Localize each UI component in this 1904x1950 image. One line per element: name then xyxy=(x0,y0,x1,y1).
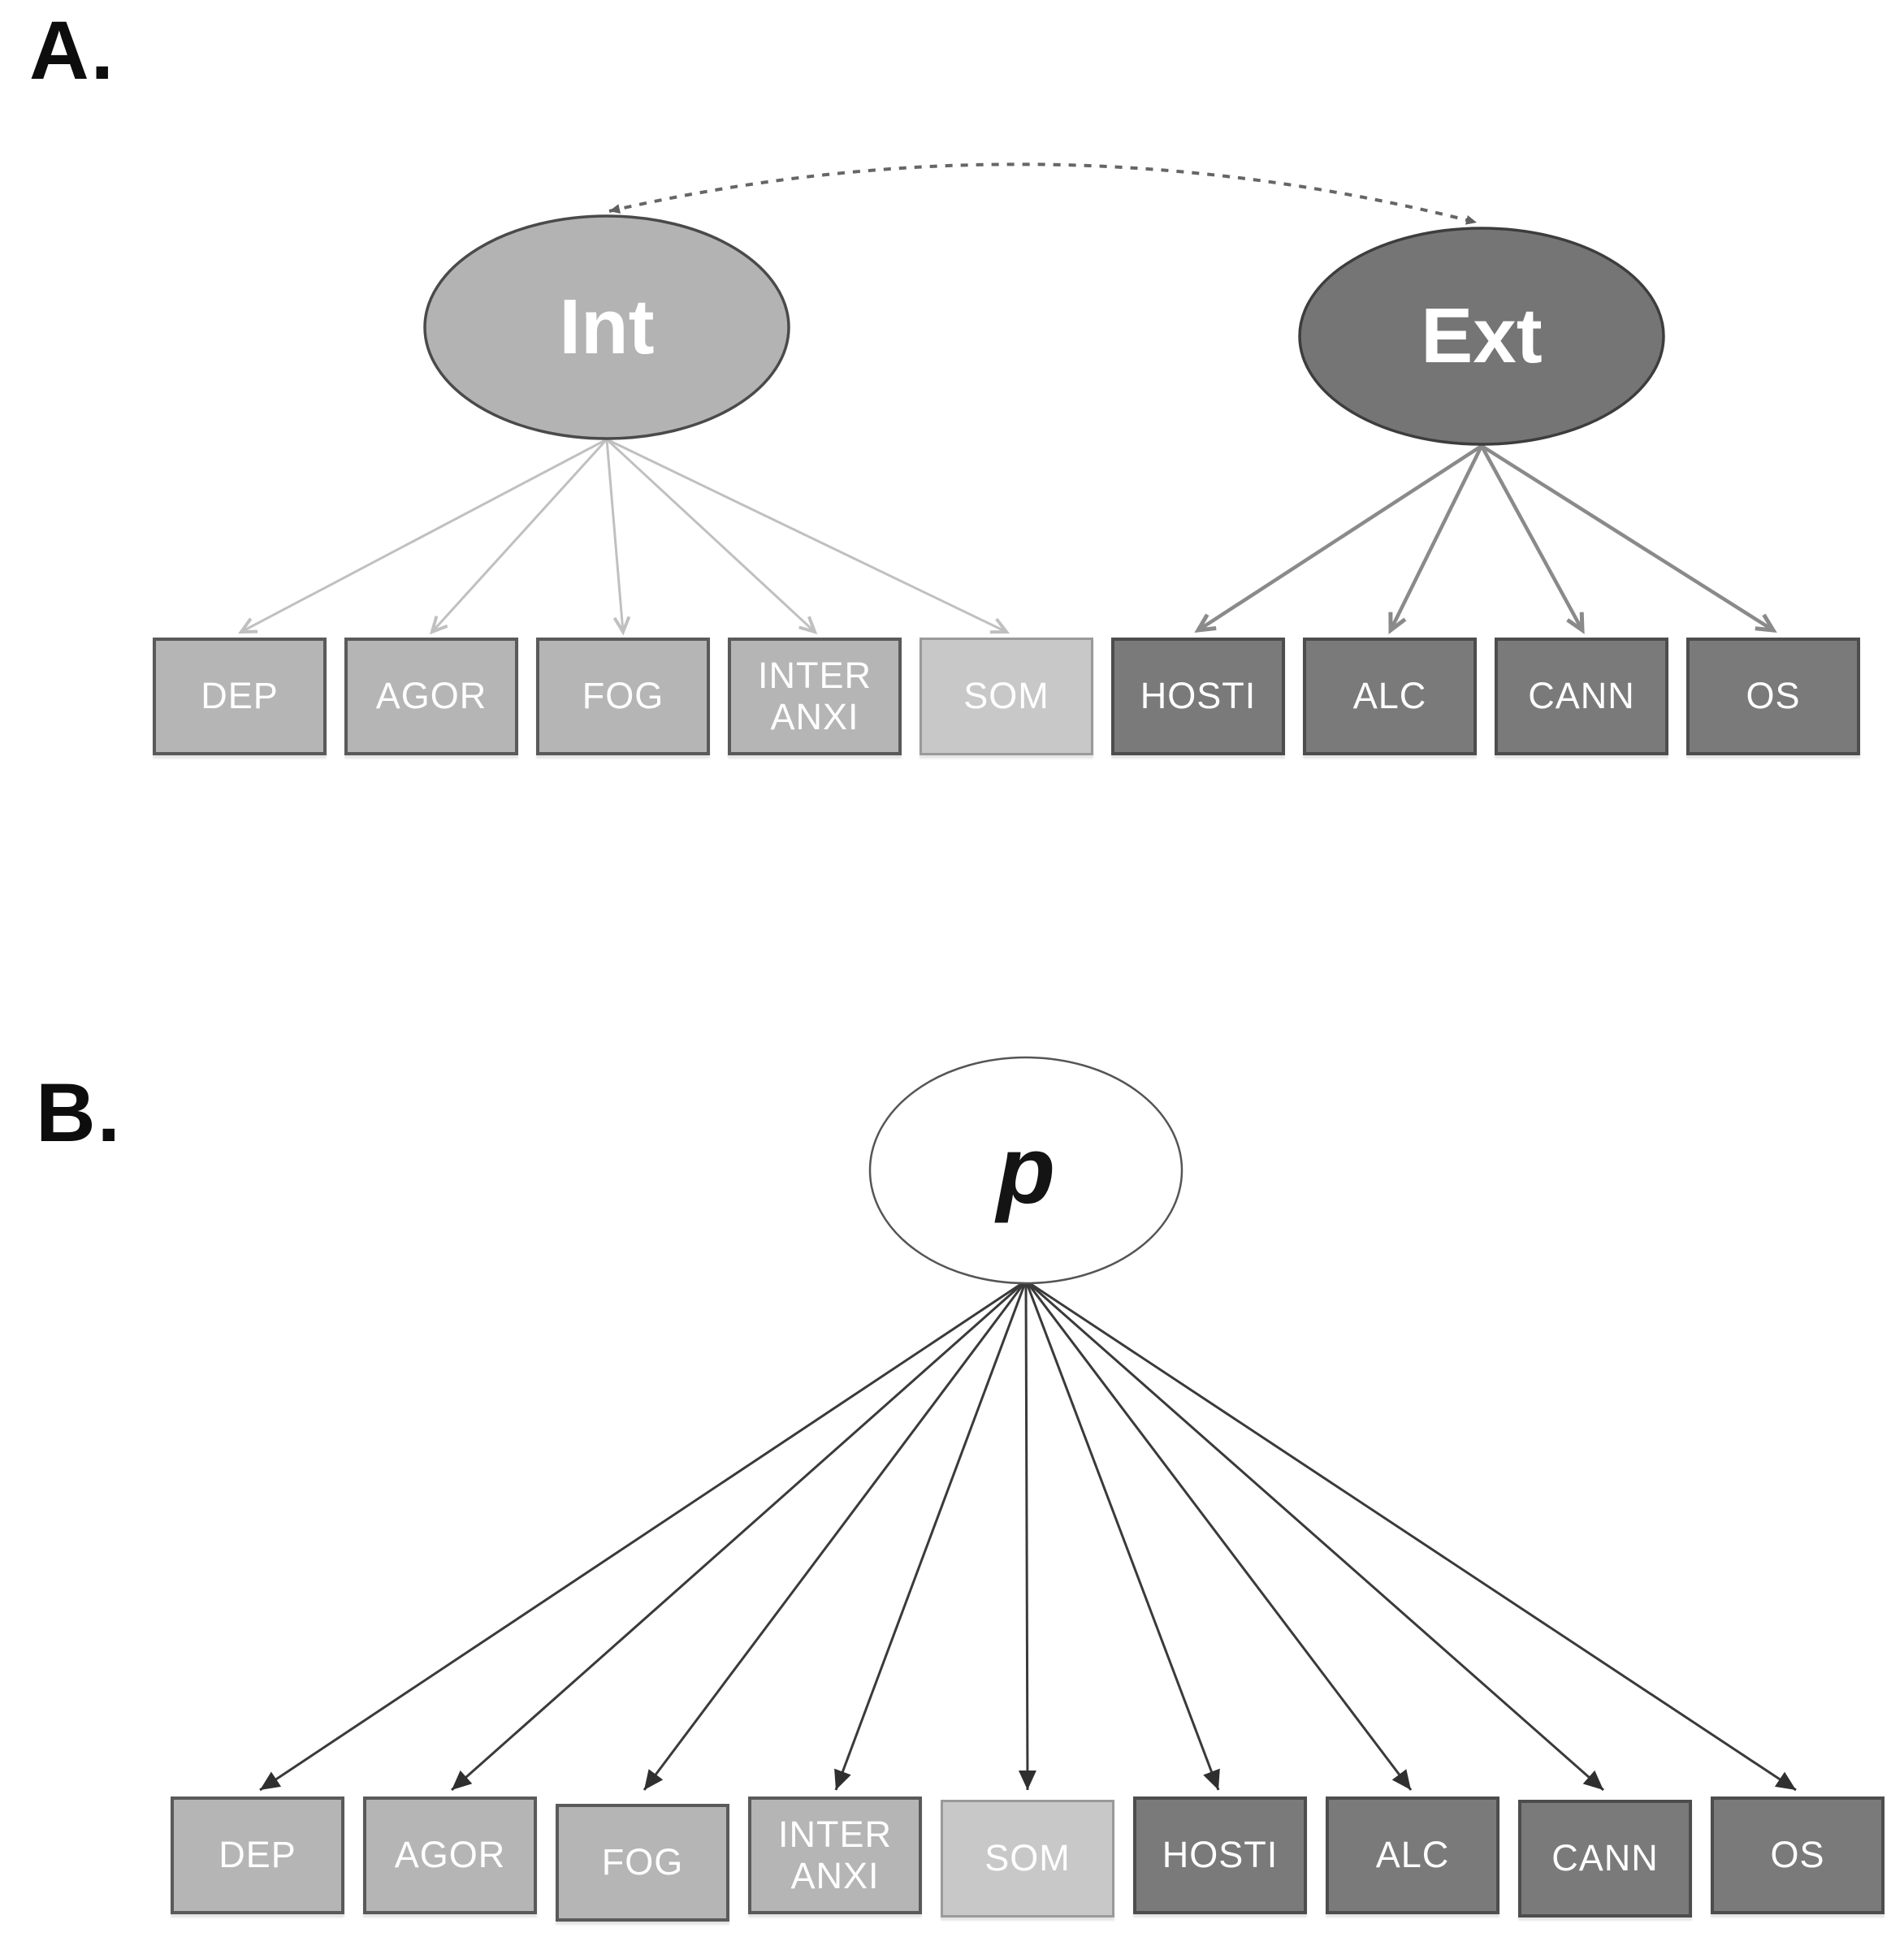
box-b-cann: CANN xyxy=(1518,1800,1692,1918)
box-b-alc: ALC xyxy=(1326,1797,1499,1914)
box-a-alc: ALC xyxy=(1303,638,1477,755)
box-a-fog: FOG xyxy=(536,638,710,755)
box-a-agor: AGOR xyxy=(344,638,518,755)
arrow-p-cann xyxy=(1025,1279,1604,1792)
arrow-p-fog xyxy=(643,1280,1028,1791)
arrow-int-interanxi xyxy=(605,438,818,635)
box-b-agor-label: AGOR xyxy=(394,1834,506,1876)
arrow-ext-os xyxy=(1480,444,1777,633)
box-b-dep: DEP xyxy=(171,1797,344,1914)
box-a-som: SOM xyxy=(920,638,1093,755)
arrow-ext-hosti xyxy=(1194,444,1483,633)
box-a-som-label: SOM xyxy=(963,675,1049,717)
box-a-hosti-label: HOSTI xyxy=(1140,675,1257,717)
arrow-ext-cann xyxy=(1480,444,1585,634)
box-b-fog: FOG xyxy=(556,1804,729,1922)
box-b-os-label: OS xyxy=(1770,1834,1825,1876)
box-a-os-label: OS xyxy=(1746,675,1801,717)
arrow-p-hosti xyxy=(1024,1280,1220,1791)
ext-latent-ellipse xyxy=(1298,227,1665,446)
arrow-p-som xyxy=(1018,1280,1036,1791)
arrow-int-fog xyxy=(605,439,631,636)
box-a-cann-label: CANN xyxy=(1528,675,1635,717)
box-a-interanxi-label: INTER ANXI xyxy=(758,655,872,737)
arrow-p-alc xyxy=(1024,1280,1413,1791)
box-a-os: OS xyxy=(1686,638,1860,755)
box-b-alc-label: ALC xyxy=(1375,1834,1450,1876)
arrow-ext-alc xyxy=(1388,445,1484,635)
arrow-p-interanxi xyxy=(834,1280,1028,1791)
box-a-dep-label: DEP xyxy=(201,675,279,717)
p-latent-ellipse xyxy=(868,1056,1184,1285)
box-b-dep-label: DEP xyxy=(219,1834,296,1876)
panel-b-label: B. xyxy=(36,1066,122,1159)
panel-a-label: A. xyxy=(29,4,115,97)
arrow-p-dep xyxy=(259,1279,1027,1792)
box-a-cann: CANN xyxy=(1495,638,1668,755)
box-b-cann-label: CANN xyxy=(1551,1837,1659,1879)
box-a-dep: DEP xyxy=(153,638,327,755)
int-latent-ellipse xyxy=(423,214,790,440)
box-a-interanxi: INTER ANXI xyxy=(728,638,902,755)
arrow-int-som xyxy=(606,438,1010,634)
box-b-os: OS xyxy=(1711,1797,1885,1914)
box-b-som: SOM xyxy=(941,1800,1114,1918)
box-b-interanxi-label: INTER ANXI xyxy=(778,1814,892,1896)
box-a-hosti: HOSTI xyxy=(1111,638,1285,755)
arrow-int-dep xyxy=(238,438,608,634)
box-b-hosti-label: HOSTI xyxy=(1162,1834,1279,1876)
arrow-int-agor xyxy=(429,438,608,635)
box-b-interanxi: INTER ANXI xyxy=(748,1797,922,1914)
box-b-agor: AGOR xyxy=(363,1797,537,1914)
box-a-fog-label: FOG xyxy=(582,675,664,717)
box-a-alc-label: ALC xyxy=(1352,675,1427,717)
box-b-som-label: SOM xyxy=(984,1837,1071,1879)
box-b-hosti: HOSTI xyxy=(1133,1797,1307,1914)
box-a-agor-label: AGOR xyxy=(375,675,487,717)
int-ext-correlation-arc xyxy=(608,162,1478,225)
arrow-p-agor xyxy=(451,1279,1027,1792)
arrow-p-os xyxy=(1025,1279,1797,1792)
box-b-fog-label: FOG xyxy=(601,1841,684,1883)
